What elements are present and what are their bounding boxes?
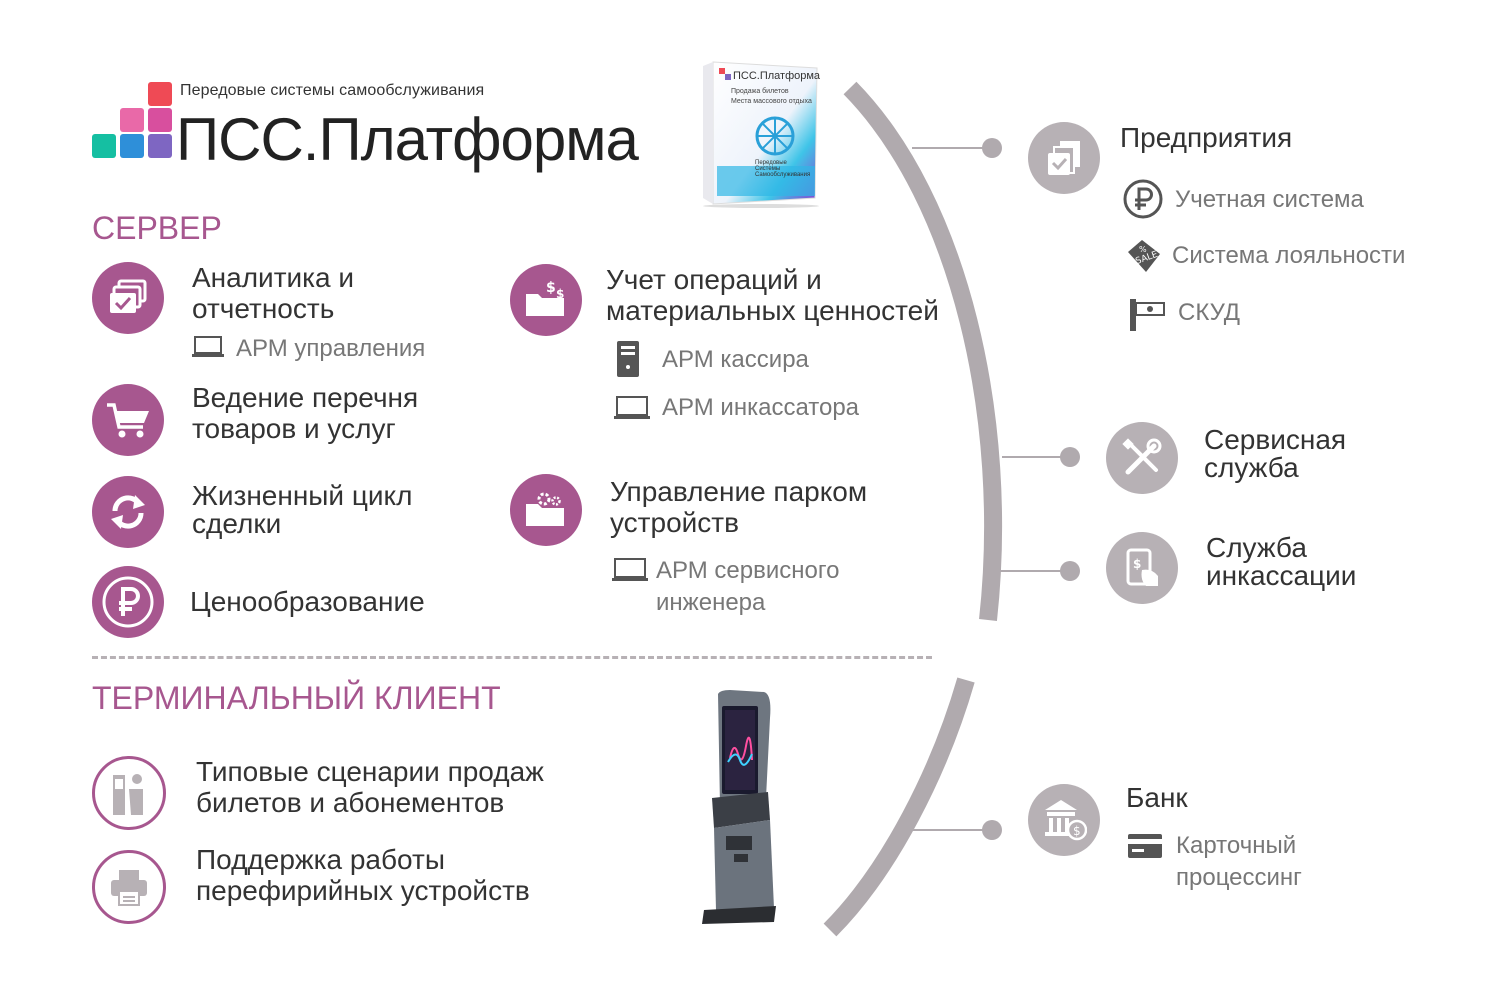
turnstile-icon	[1130, 299, 1165, 331]
documents-icon	[1028, 122, 1100, 194]
svg-text:$: $	[1133, 557, 1141, 571]
logo-tagline: Передовые системы самообслуживания	[180, 82, 485, 99]
svg-text:$: $	[556, 287, 564, 301]
collection-title: Служба инкассации	[1206, 532, 1357, 591]
section-divider	[92, 656, 932, 659]
laptop-icon	[614, 396, 650, 419]
printer-icon	[92, 850, 166, 924]
bank-sub: Карточный процессинг	[1176, 832, 1302, 891]
feature-accounting-sub-1: АРМ кассира	[662, 346, 809, 373]
cycle-icon	[92, 476, 164, 548]
sale-tag-icon: SALE%	[1128, 240, 1160, 272]
feature-peripherals-title: Поддержка работы перефирийных устройств	[196, 844, 530, 906]
kiosk-illustration	[690, 688, 780, 928]
feature-scenarios-title: Типовые сценарии продаж билетов и абонем…	[196, 756, 544, 818]
enterprise-item-access: СКУД	[1178, 299, 1241, 326]
kiosk-icon	[92, 756, 166, 830]
folder-money-icon: $$	[510, 264, 582, 336]
folder-gear-icon	[510, 474, 582, 546]
feature-accounting-sub-2: АРМ инкассатора	[662, 394, 860, 421]
bank-icon: $	[1028, 784, 1100, 856]
enterprise-item-loyalty: Система лояльности	[1172, 242, 1406, 269]
enterprise-item-accounting: Учетная система	[1175, 186, 1364, 213]
feature-devices-title: Управление парком устройств	[610, 476, 868, 538]
tools-icon	[1106, 422, 1178, 494]
laptop-icon	[612, 558, 648, 581]
feature-analytics-sub: АРМ управления	[236, 335, 426, 362]
analytics-icon	[92, 262, 164, 334]
svg-text:$: $	[546, 280, 556, 296]
box-line2: Места массового отдыха	[731, 98, 812, 105]
box-brand: ПСС.Платформа	[733, 70, 821, 82]
box-line3: Передовые Системы Самообслуживания	[755, 160, 811, 178]
box-line1: Продажа билетов	[731, 88, 789, 95]
ruble-icon	[1123, 179, 1163, 219]
product-box: ПСС.Платформа Продажа билетов Места масс…	[695, 58, 820, 208]
ruble-icon	[92, 566, 164, 638]
product-box-illustration	[703, 61, 819, 208]
card-icon	[1128, 834, 1162, 858]
logo	[92, 82, 532, 172]
cart-icon	[92, 384, 164, 456]
service-title: Сервисная служба	[1204, 424, 1347, 483]
laptop-icon	[192, 336, 224, 357]
logo-title: ПСС.Платформа	[176, 106, 639, 173]
feature-catalog-title: Ведение перечня товаров и услуг	[192, 382, 419, 444]
client-title: ТЕРМИНАЛЬНЫЙ КЛИЕНТ	[92, 680, 501, 716]
feature-pricing-title: Ценообразование	[190, 586, 425, 617]
pc-tower-icon	[617, 341, 639, 377]
feature-devices-sub: АРМ сервисного инженера	[656, 557, 840, 616]
server-title: СЕРВЕР	[92, 210, 222, 246]
tablet-hand-icon: $	[1106, 532, 1178, 604]
svg-text:%: %	[1139, 245, 1147, 254]
enterprise-title: Предприятия	[1120, 122, 1293, 153]
feature-analytics-title: Аналитика и отчетность	[192, 262, 355, 324]
feature-accounting-title: Учет операций и материальных ценностей	[606, 264, 939, 326]
svg-text:$: $	[1073, 824, 1081, 838]
bank-title: Банк	[1126, 782, 1188, 813]
logo-mark-icon	[92, 82, 172, 158]
feature-lifecycle-title: Жизненный цикл сделки	[192, 480, 413, 539]
